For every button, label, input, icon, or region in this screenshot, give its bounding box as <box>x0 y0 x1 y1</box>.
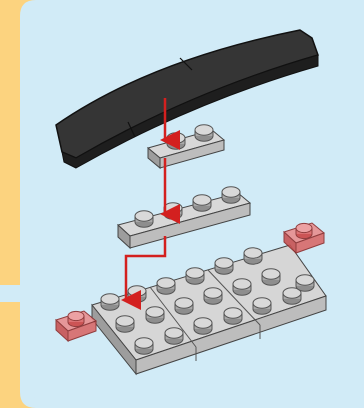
instruction-illustration <box>0 0 364 408</box>
instruction-step-canvas <box>0 0 364 408</box>
